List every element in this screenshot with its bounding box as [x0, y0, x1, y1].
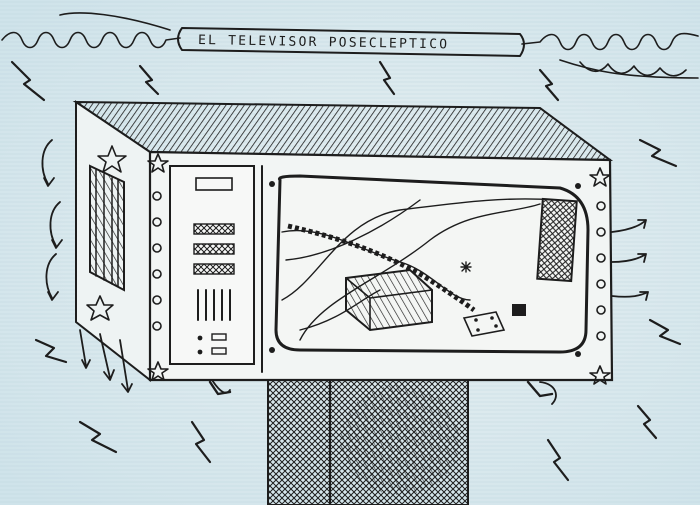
- curved-arrow-icon: [41, 139, 649, 405]
- coiled-cable-left: [1, 12, 181, 49]
- tv-front-face: [148, 150, 614, 382]
- control-panel: [169, 165, 255, 365]
- coiled-cable-right: [521, 32, 699, 79]
- tv-feet: [208, 380, 554, 398]
- star-icon: [86, 145, 611, 385]
- tv-stand: [267, 377, 469, 505]
- tube-inscription: EL TELEVISOR POSECLEPTICO: [198, 33, 448, 52]
- label-tube: EL TELEVISOR POSECLEPTICO: [177, 27, 525, 57]
- lightning-bolt-icon: [10, 60, 682, 482]
- tv-screen: [274, 174, 590, 354]
